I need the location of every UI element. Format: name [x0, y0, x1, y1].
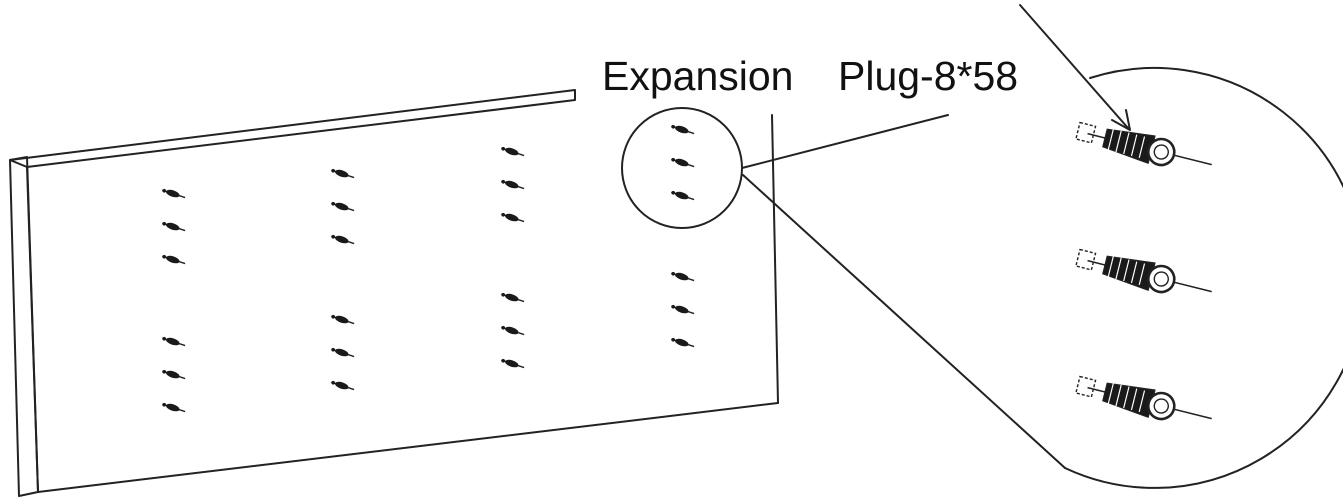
callout-pointer	[1019, 4, 1129, 129]
wall-plug-22	[671, 304, 695, 315]
wall-plug-21	[671, 271, 695, 282]
wall-plug-20	[671, 190, 695, 201]
wall-plug-0	[162, 188, 186, 199]
wall-plug-17	[501, 358, 525, 369]
wall-plug-12	[501, 146, 525, 157]
magnified-plug-2	[1075, 375, 1212, 421]
wall-plug-10	[331, 347, 355, 358]
magnified-plug-1	[1075, 248, 1212, 294]
wall-plug-23	[671, 337, 695, 348]
callout-arrowhead	[1111, 109, 1131, 131]
wall-plug-13	[501, 179, 525, 190]
magnified-circle	[1064, 66, 1343, 489]
wall-plug-18	[671, 124, 695, 135]
wall-plug-5	[162, 402, 186, 413]
wall-front-bottom-edge	[37, 402, 779, 493]
wall-plug-8	[331, 234, 355, 245]
wall-top-face	[9, 89, 576, 168]
wall-plug-4	[162, 369, 186, 380]
wall-plug-1	[162, 221, 186, 232]
wall-plug-9	[331, 314, 355, 325]
wall-front-right-edge	[771, 114, 779, 404]
connector-line-lower	[742, 174, 1066, 469]
wall-plug-15	[501, 292, 525, 303]
connector-line-upper	[741, 114, 949, 169]
highlight-circle	[621, 107, 743, 229]
wall-plug-6	[331, 168, 355, 179]
wall-plugs-group	[162, 124, 695, 413]
callout-label-plug: Plug-8*58	[838, 53, 1019, 99]
wall-plug-16	[501, 325, 525, 336]
callout-label-expansion: Expansion	[602, 53, 794, 99]
wall-plug-19	[671, 157, 695, 168]
wall-plug-14	[501, 212, 525, 223]
wall-front-left-edge	[26, 166, 39, 493]
wall-plug-11	[331, 380, 355, 391]
magnified-plug-0	[1075, 121, 1212, 167]
wall-plug-2	[162, 254, 186, 265]
wall-side-face	[9, 156, 39, 497]
magnified-plugs-group	[1075, 121, 1212, 421]
wall-plug-7	[331, 201, 355, 212]
wall-plug-3	[162, 336, 186, 347]
